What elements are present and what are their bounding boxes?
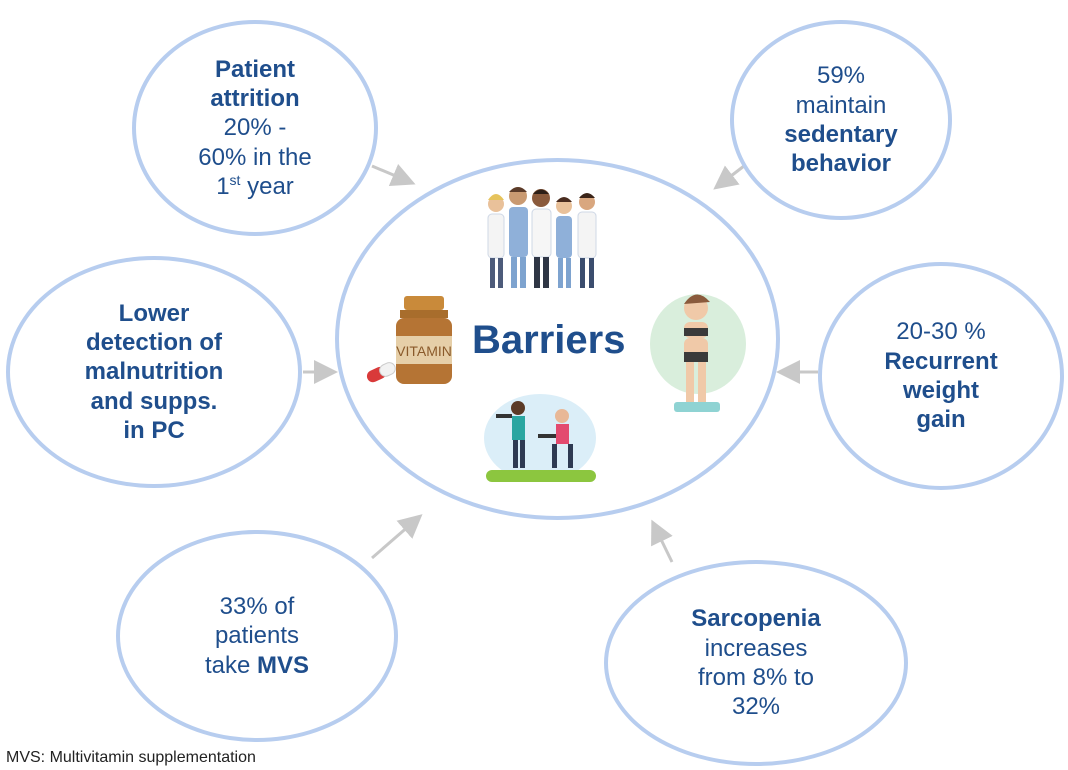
sedentary-line-2: maintain — [795, 91, 887, 119]
detection-line-3: malnutrition — [84, 358, 224, 386]
sarcopenia-bold: Sarcopenia — [691, 605, 821, 633]
circle-patient-attrition: Patient attrition 20% - 60% in the 1st y… — [132, 20, 378, 236]
detection-line-4: and supps. — [90, 387, 218, 415]
footnote: MVS: Multivitamin supplementation — [6, 749, 256, 766]
detection-line-5: in PC — [123, 416, 185, 444]
exercising-people-illustration — [484, 394, 596, 482]
attrition-line-2: 60% in the — [198, 143, 312, 171]
woman-on-scale-illustration — [650, 294, 746, 412]
circle-mvs: 33% of patients take MVS — [116, 530, 398, 742]
vitamin-label: VITAMIN — [396, 343, 452, 359]
mvs-line-1: 33% of — [219, 593, 295, 621]
sarcopenia-line-1: increases — [704, 634, 808, 662]
detection-line-2: detection of — [86, 329, 222, 357]
arrow-sedentary — [713, 164, 745, 190]
center-title: Barriers — [472, 318, 626, 362]
sedentary-bold-2: behavior — [790, 150, 891, 178]
attrition-bold-2: attrition — [210, 85, 300, 113]
attrition-year: 1st year — [216, 171, 294, 200]
mvs-line-2: patients — [214, 622, 300, 650]
circle-sedentary-behavior: 59% maintain sedentary behavior — [730, 20, 952, 220]
arrow-sarcopenia — [651, 519, 674, 563]
capsule-icon — [366, 362, 396, 383]
weight-bold-1: Recurrent — [884, 347, 998, 375]
attrition-line-1: 20% - — [223, 114, 287, 142]
sarcopenia-line-3: 32% — [731, 693, 781, 721]
weight-line-1: 20-30 % — [896, 318, 986, 346]
sarcopenia-line-2: from 8% to — [697, 664, 815, 691]
sedentary-line-1: 59% — [816, 62, 866, 90]
attrition-bold-1: Patient — [214, 55, 295, 83]
mvs-bold: MVS — [257, 651, 310, 679]
weight-bold-3: gain — [916, 406, 966, 434]
circle-sarcopenia: Sarcopenia increases from 8% to 32% — [604, 560, 908, 766]
mvs-line-3: take MVS — [204, 651, 310, 679]
vitamin-bottle-icon: VITAMIN — [366, 296, 452, 384]
circle-recurrent-weight-gain: 20-30 % Recurrent weight gain — [818, 262, 1064, 490]
arrow-mvs — [371, 514, 423, 560]
doctors-group-illustration — [487, 187, 597, 288]
circle-lower-detection: Lower detection of malnutrition and supp… — [6, 256, 302, 488]
weight-bold-2: weight — [903, 377, 979, 404]
sedentary-bold-1: sedentary — [784, 121, 898, 148]
arrow-attrition — [371, 163, 416, 187]
detection-line-1: Lower — [118, 299, 190, 327]
